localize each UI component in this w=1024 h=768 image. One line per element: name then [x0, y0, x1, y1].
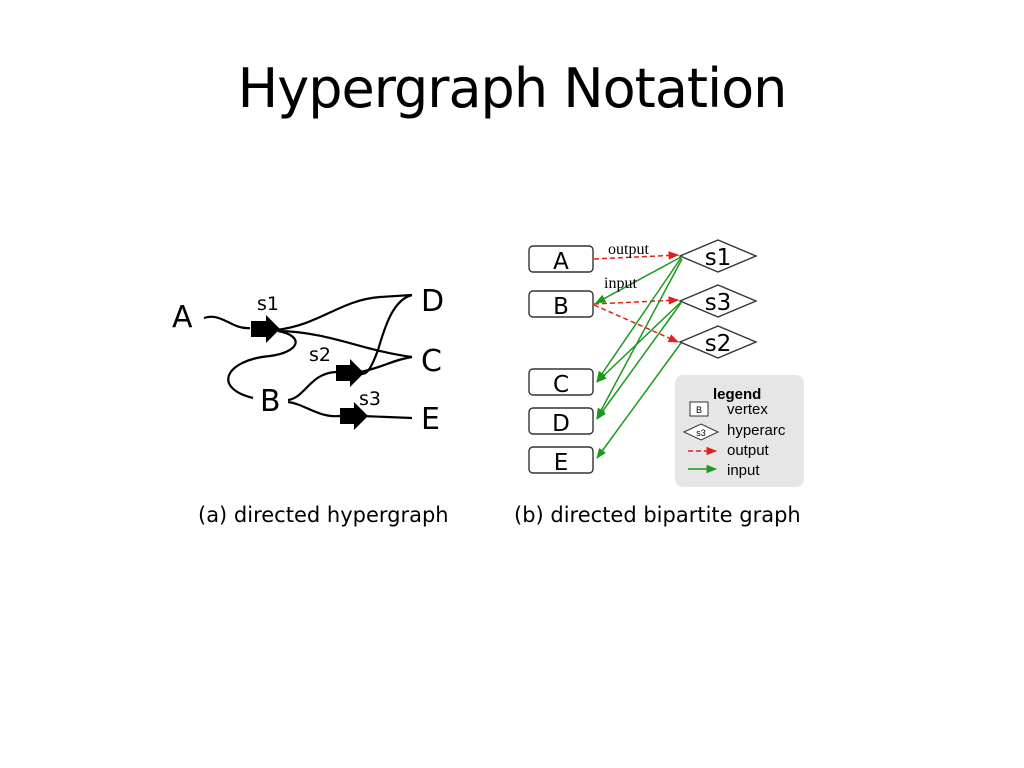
bp-vertex-box-c [528, 368, 594, 396]
edge-label-input: input [604, 275, 637, 292]
input-edge-s2-e [596, 342, 682, 459]
output-edge-b-s3 [593, 296, 680, 305]
edge-label-output: output [608, 241, 649, 258]
bp-vertex-box-d [528, 407, 594, 435]
legend-input-label: input [727, 462, 760, 479]
bp-vertex-d: D [552, 411, 570, 437]
input-edge-s3-d [596, 302, 682, 420]
output-edges [593, 251, 680, 343]
hg-vertex-e: E [421, 402, 440, 437]
legend-hyperarc-label: hyperarc [727, 422, 786, 439]
edge-s3-e [361, 414, 413, 420]
bp-hyperarc-s2: s2 [705, 331, 732, 357]
hypergraph-edges [203, 293, 413, 420]
bp-hyperarc-s1: s1 [705, 245, 732, 271]
legend-title: legend [713, 386, 761, 403]
s3-arrow-icon [340, 402, 368, 430]
legend-hyperarc-sample-diamond [682, 423, 720, 441]
bp-hyperarc-s3: s3 [705, 290, 732, 316]
directed-bipartite-graph: A B C D E s1 s3 s2 output [528, 239, 804, 487]
slide-title: Hypergraph Notation [237, 57, 788, 120]
bp-vertex-b: B [553, 294, 569, 320]
hg-hyperarc-s3: s3 [359, 388, 381, 410]
edge-b-s2 [287, 370, 337, 402]
s2-arrow-icon [336, 359, 364, 387]
bp-vertex-box-a [528, 245, 594, 273]
legend-hyperarc-sample: s3 [696, 428, 706, 438]
edge-a-s1 [203, 315, 251, 330]
hg-vertex-a: A [172, 300, 193, 335]
bp-vertex-e: E [554, 450, 569, 476]
hyperarc-arrows [251, 315, 368, 430]
bp-vertex-c: C [553, 372, 569, 398]
hg-hyperarc-s1: s1 [257, 293, 279, 315]
edge-s1-b-loop [227, 329, 297, 400]
edge-s2-c [359, 355, 413, 374]
legend-vertex-sample-box [689, 401, 709, 417]
bp-vertex-box-e [528, 446, 594, 474]
legend-vertex-sample: B [696, 405, 702, 415]
bp-hyperarc-diamond-s3 [678, 284, 758, 318]
edge-s1-c [277, 329, 413, 359]
edge-b-s3 [287, 400, 341, 418]
directed-hypergraph: A B C D E s1 s2 s3 [172, 284, 444, 437]
legend: legend B vertex s3 hyperarc output input [675, 375, 804, 487]
legend-output-label: output [727, 442, 770, 459]
hg-hyperarc-s2: s2 [309, 344, 331, 366]
legend-vertex-label: vertex [727, 401, 768, 418]
input-edge-s1-c [596, 257, 682, 382]
hg-vertex-b: B [260, 384, 281, 419]
caption-directed-bipartite-graph: (b) directed bipartite graph [514, 503, 801, 527]
output-edge-b-s2 [593, 304, 679, 343]
input-edge-s1-b [595, 256, 682, 304]
output-edge-a-s1 [593, 251, 680, 260]
hg-vertex-d: D [421, 284, 444, 319]
hg-vertex-c: C [421, 344, 442, 379]
bp-hyperarc-diamond-s1 [678, 239, 758, 273]
edge-d-s2-curve [361, 293, 413, 376]
bp-vertex-a: A [553, 249, 569, 275]
edge-s1-d-upper [275, 293, 413, 332]
s1-arrow-icon [251, 315, 280, 343]
input-edges [595, 256, 683, 459]
caption-directed-hypergraph: (a) directed hypergraph [198, 503, 449, 527]
input-edge-s1-d [596, 258, 683, 419]
bp-hyperarc-diamond-s2 [678, 325, 758, 359]
input-edge-s3-c [596, 301, 682, 383]
bp-vertex-box-b [528, 290, 594, 318]
